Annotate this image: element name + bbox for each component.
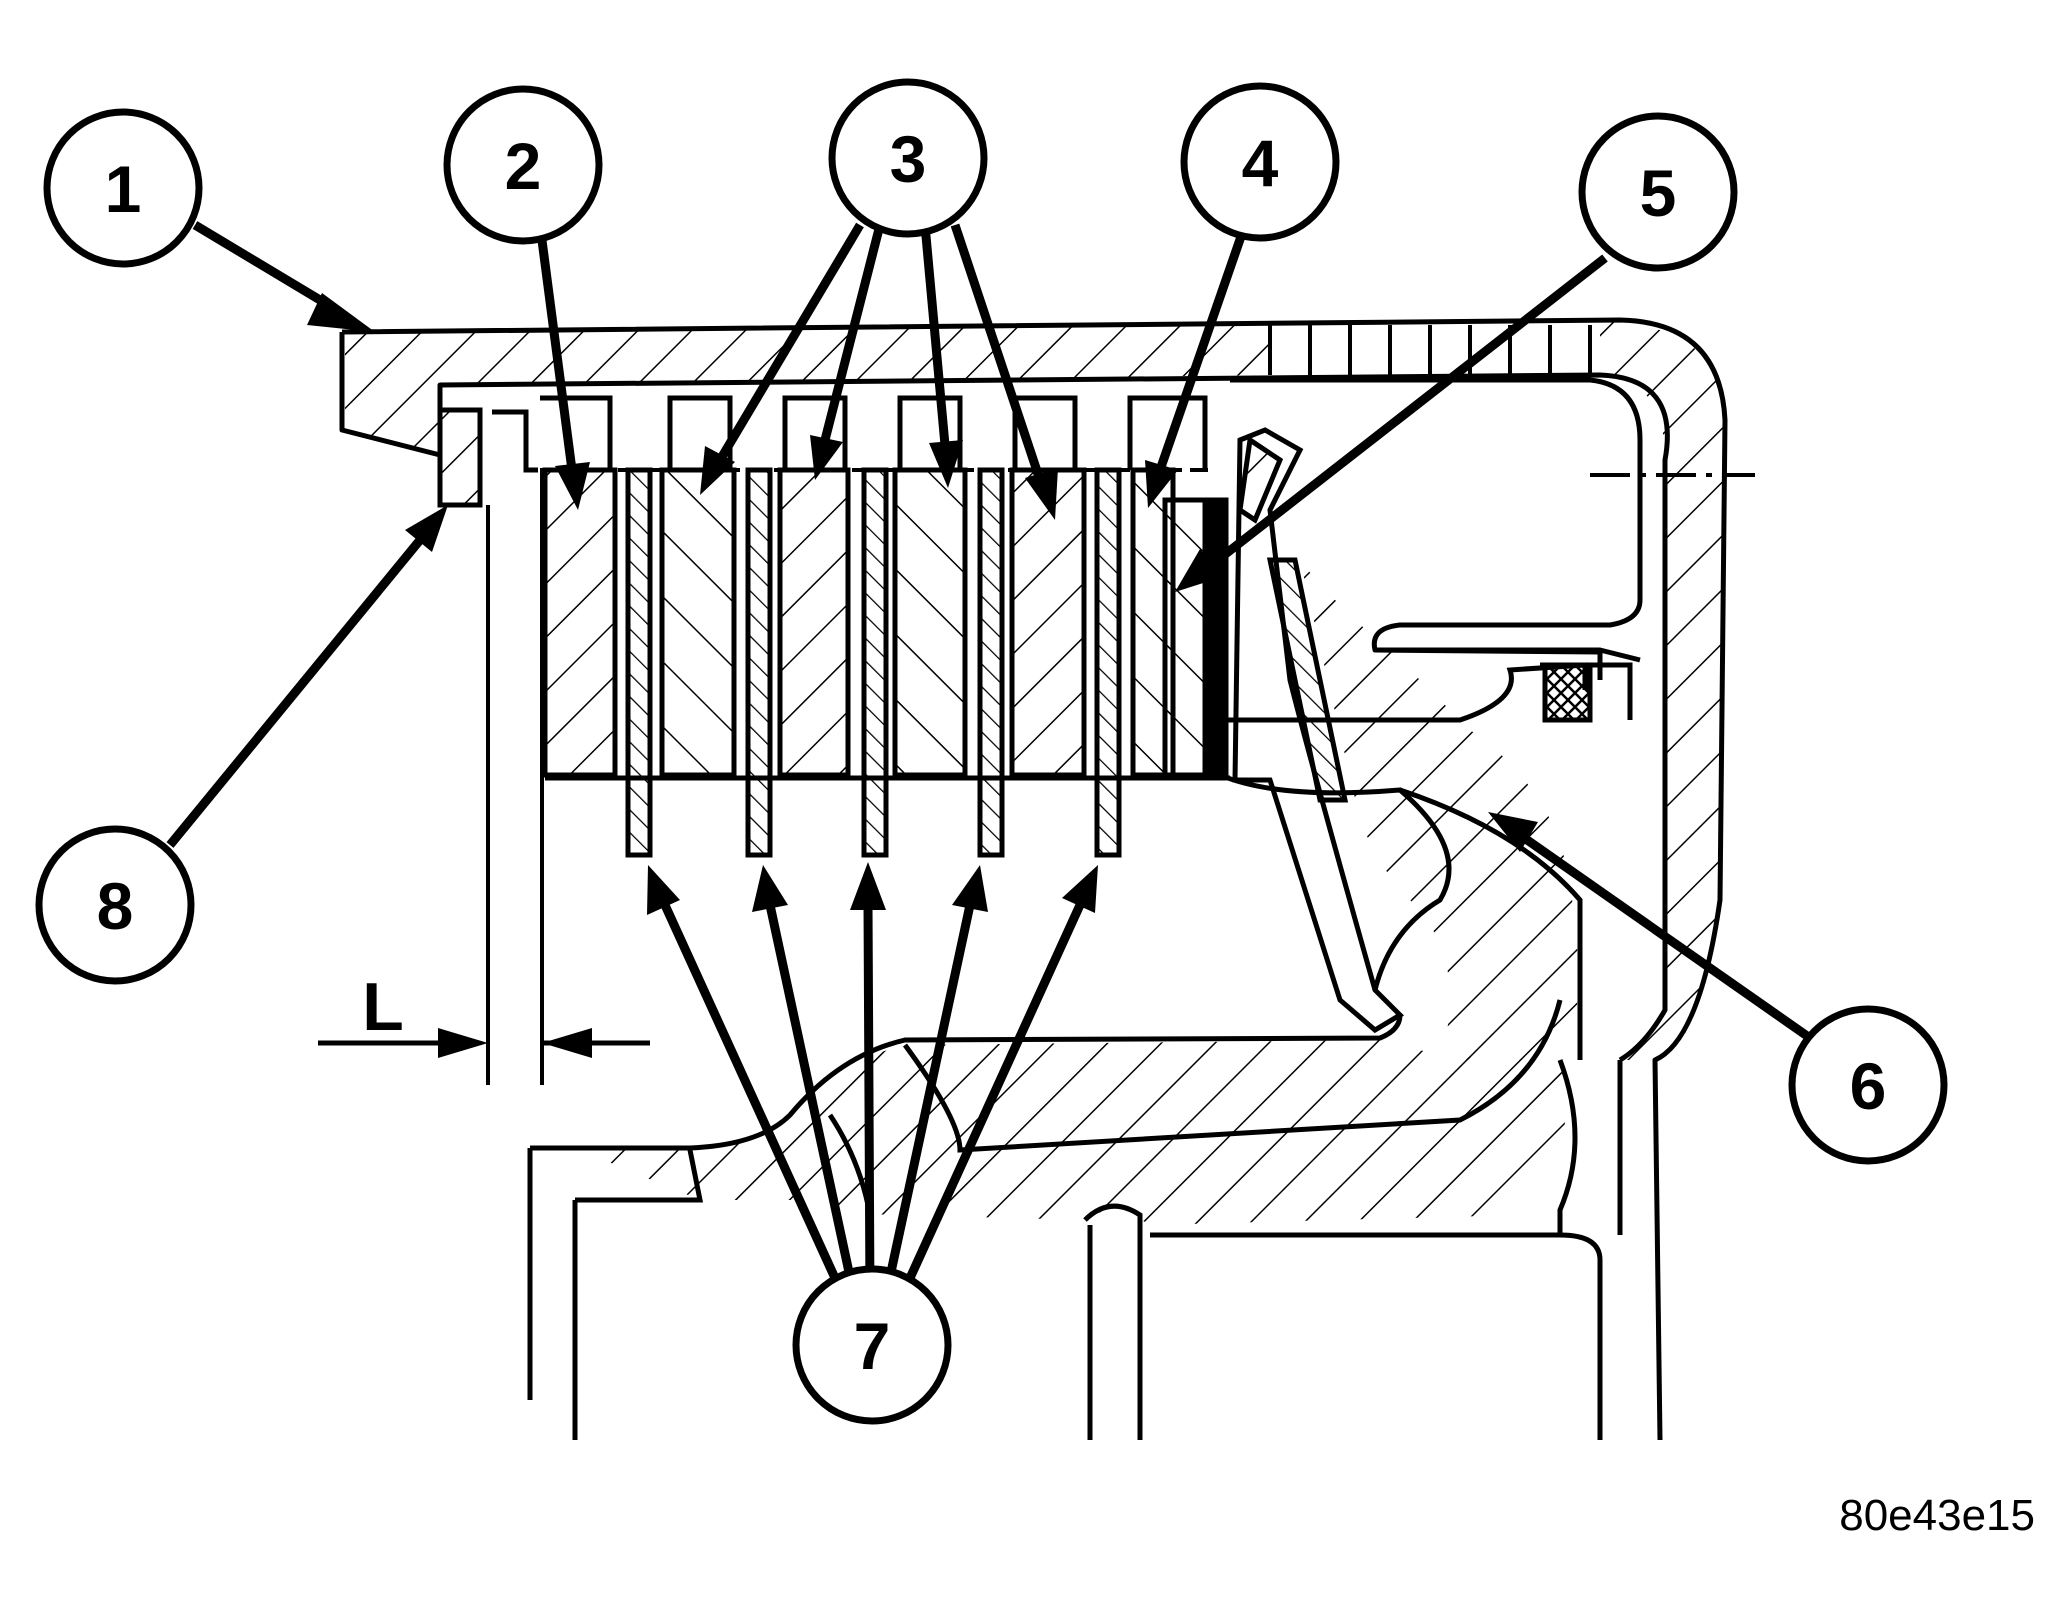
callout-6: 6 xyxy=(1788,1005,1948,1165)
callout-8-label: 8 xyxy=(97,869,134,943)
callout-6-label: 6 xyxy=(1850,1049,1887,1123)
clutch-housing xyxy=(339,317,1728,1441)
callout-4: 4 xyxy=(1180,82,1340,242)
leader-arrows xyxy=(166,221,1823,1302)
figure-code: 80e43e15 xyxy=(1839,1491,2035,1540)
callout-7: 7 xyxy=(792,1265,952,1425)
callout-3: 3 xyxy=(828,78,988,238)
callout-5: 5 xyxy=(1578,112,1738,272)
callout-8: 8 xyxy=(35,825,195,985)
callout-2: 2 xyxy=(443,85,603,245)
callout-2-label: 2 xyxy=(505,129,542,203)
dimension-l xyxy=(318,470,650,1085)
callout-5-label: 5 xyxy=(1640,156,1677,230)
piston xyxy=(1219,427,1633,1060)
callout-3-label: 3 xyxy=(890,122,927,196)
callout-1-label: 1 xyxy=(105,152,142,226)
snap-ring xyxy=(437,407,538,508)
callout-4-label: 4 xyxy=(1242,126,1279,200)
callout-7-label: 7 xyxy=(854,1309,891,1383)
dimension-l-label: L xyxy=(362,969,404,1045)
callout-1: 1 xyxy=(43,108,203,268)
clutch-pack xyxy=(540,395,1230,858)
clutch-drum xyxy=(527,999,1623,1440)
